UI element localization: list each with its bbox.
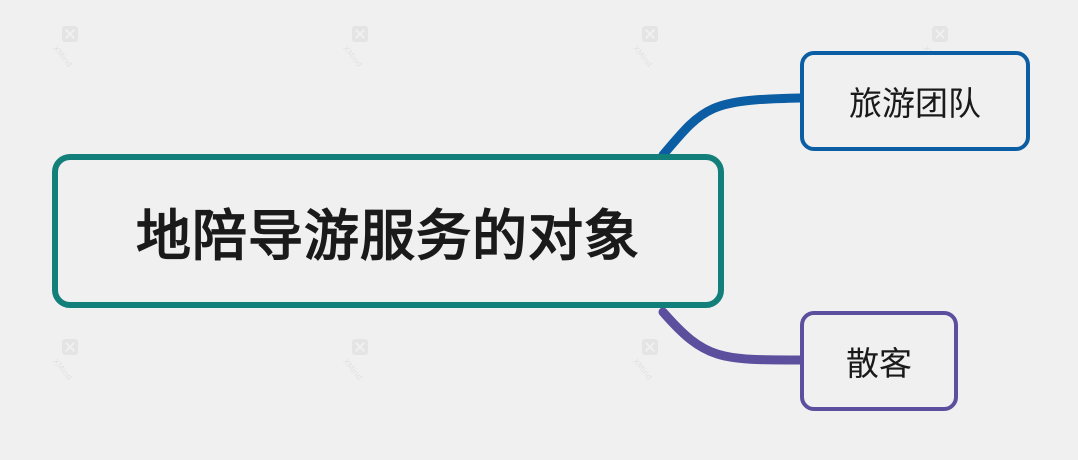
- connector-line: [658, 93, 805, 160]
- subtopic-label: 旅游团队: [849, 84, 981, 123]
- subtopic-individual-traveler[interactable]: 散客: [800, 311, 958, 411]
- subtopic-label: 散客: [846, 344, 912, 383]
- root-topic-label: 地陪导游服务的对象: [135, 204, 640, 268]
- subtopic-tour-group[interactable]: 旅游团队: [800, 51, 1030, 151]
- connector-line: [658, 307, 805, 365]
- root-topic[interactable]: 地陪导游服务的对象: [52, 154, 724, 308]
